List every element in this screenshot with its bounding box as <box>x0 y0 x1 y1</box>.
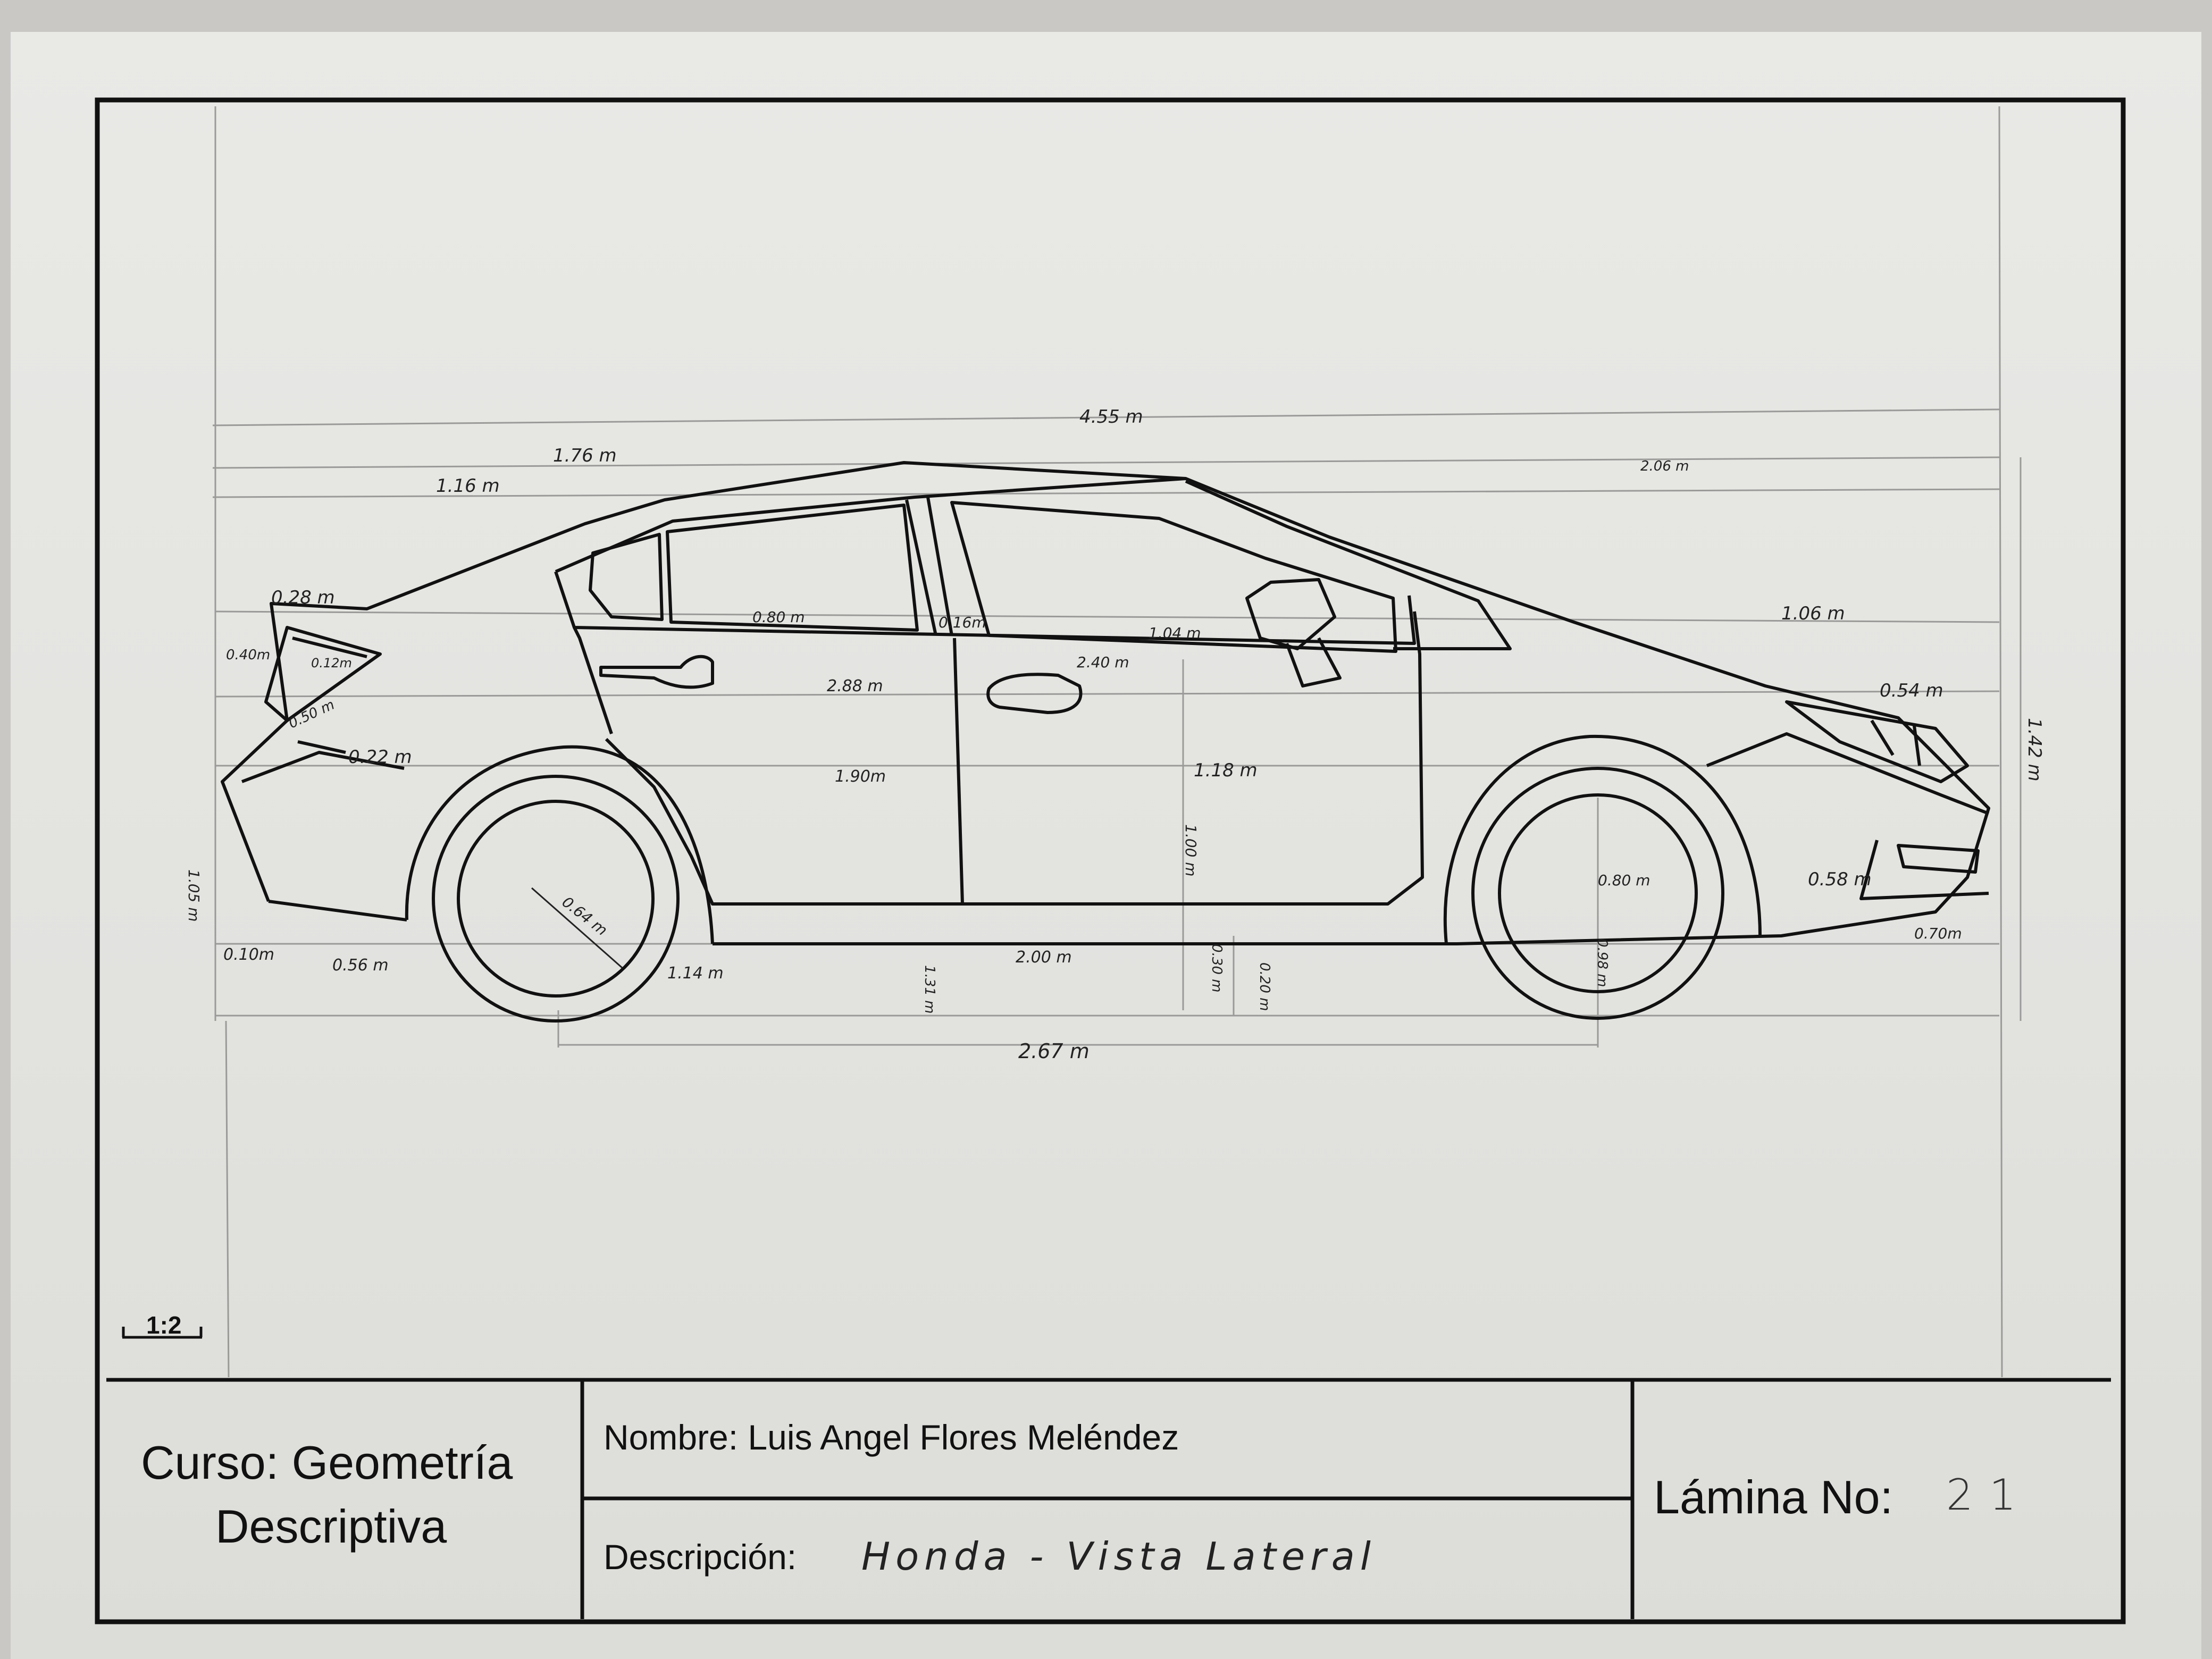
dim-label: 1.05 m <box>185 869 203 922</box>
dim-label: 0.22 m <box>348 747 412 768</box>
dim-label: 2.88 m <box>827 677 883 696</box>
construction-lines <box>212 106 2022 1378</box>
dim-label: 1.16 m <box>436 475 500 497</box>
dim-label: 1.18 m <box>1194 760 1258 781</box>
rear-wheel-arch <box>405 745 714 944</box>
description-label: Descripción: <box>604 1537 797 1577</box>
sheet-number-value: 21 <box>1946 1470 2032 1520</box>
student-name: Nombre: Luis Angel Flores Meléndez <box>604 1418 1179 1457</box>
title-block-lines <box>106 1378 2111 1619</box>
drawing-sheet <box>11 32 2201 1659</box>
dim-label: 2.40 m <box>1077 653 1129 671</box>
dim-label: 0.28 m <box>271 587 335 608</box>
front-door-handle <box>986 673 1083 714</box>
car-silhouette <box>221 461 1990 945</box>
dim-label: 0.58 m <box>1808 869 1872 890</box>
dim-label: 1.00 m <box>1182 824 1200 877</box>
dim-label: 0.70m <box>1914 925 1962 942</box>
dim-label: 0.40m <box>226 647 270 663</box>
tail-light <box>264 626 382 722</box>
dim-label: 1.42 m <box>2024 718 2045 782</box>
dim-label: 0.54 m <box>1880 680 1943 701</box>
rear-wheel <box>432 775 680 1023</box>
scale-marker <box>122 1327 203 1339</box>
dim-label: 0.56 m <box>332 956 389 975</box>
dim-label: 0.20 m <box>1256 962 1272 1011</box>
dim-label: 0.80 m <box>752 608 805 626</box>
course-title-line2: Descriptiva <box>215 1500 447 1553</box>
dim-label: 2.00 m <box>1016 948 1072 967</box>
rear-door-handle <box>599 655 714 689</box>
dim-label: 2.06 m <box>1640 458 1689 474</box>
headlight <box>1785 700 1969 783</box>
dim-overall-length: 4.55 m <box>1079 406 1143 428</box>
front-wheel-arch <box>1443 734 1762 944</box>
dim-label: 1.04 m <box>1149 624 1201 642</box>
dim-label: 1.31 m <box>921 965 937 1013</box>
side-mirror <box>1245 578 1336 650</box>
dim-label: 0.12m <box>311 656 352 671</box>
dim-label: 1.76 m <box>553 445 617 466</box>
dim-label: 1.14 m <box>667 964 724 983</box>
car-outline <box>221 461 1990 945</box>
fog-light <box>1897 844 1980 874</box>
dimension-labels: 4.55 m 1.76 m 1.16 m 2.06 m 0.28 m 0.40m… <box>185 406 2045 1063</box>
course-title: Curso: Geometría <box>141 1436 513 1489</box>
dim-label: 0.10m <box>223 945 274 964</box>
dim-label: 1.90m <box>835 767 886 786</box>
sheet-number-label: Lámina No: <box>1654 1471 1893 1523</box>
sheet-border <box>95 97 2126 1624</box>
dim-label: 0.64 m <box>559 893 611 940</box>
dim-label: 0.80 m <box>1598 872 1650 889</box>
scale-label: 1:2 <box>146 1311 182 1339</box>
dim-label: 0.98 m <box>1594 939 1610 987</box>
dim-label: 0.16m <box>939 614 986 631</box>
front-wheel <box>1471 767 1724 1020</box>
dim-label: 0.30 m <box>1209 944 1225 992</box>
description-value: Honda - Vista Lateral <box>861 1534 1376 1579</box>
dim-label: 1.06 m <box>1781 603 1845 624</box>
dim-wheelbase: 2.67 m <box>1018 1040 1090 1063</box>
